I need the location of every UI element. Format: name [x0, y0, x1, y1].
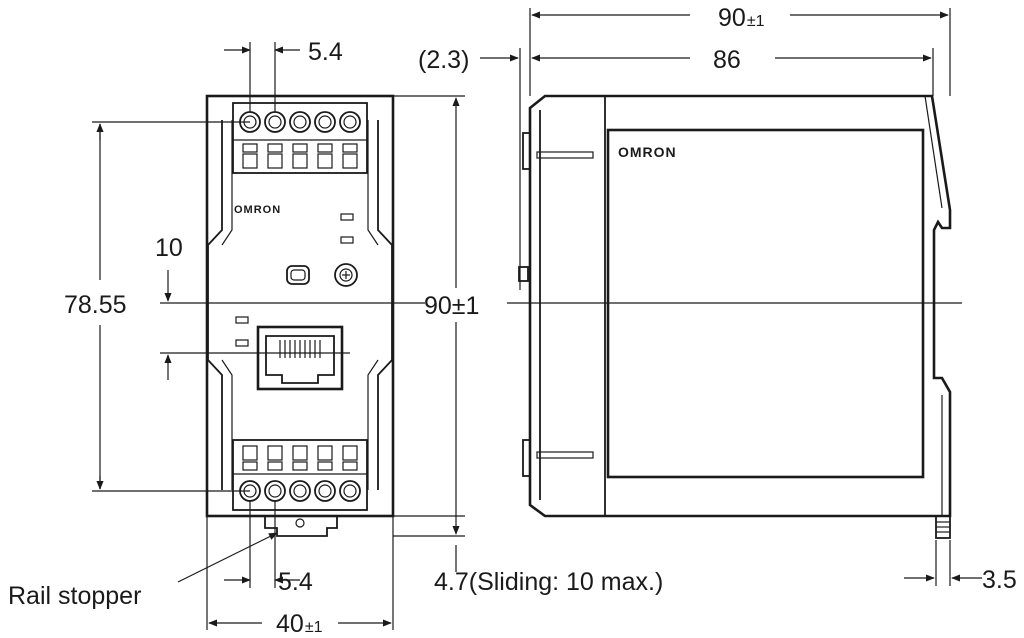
front-brand-logo: OMRON	[234, 204, 281, 216]
rail-stopper	[264, 516, 338, 537]
front-status-leds	[235, 213, 354, 347]
front-width-label: 40±1	[276, 610, 323, 638]
bottom-screw-terminals	[239, 480, 361, 502]
rail-offset-label: (2.3)	[418, 46, 469, 74]
top-terminal-block	[232, 102, 368, 174]
top-pitch-label: 5.4	[308, 38, 343, 66]
front-body-outline	[205, 94, 395, 518]
front-dimensions: 5.4 78.55 10 90±1 5.4 4.7(Sliding: 10 ma…	[8, 38, 962, 638]
side-depth-label: 90±1	[718, 4, 765, 32]
adjustment-knob	[334, 263, 358, 287]
side-label-panel	[606, 128, 925, 479]
rj45-connector	[256, 325, 344, 391]
bottom-terminal-block	[232, 439, 368, 511]
bottom-pitch-label: 5.4	[278, 568, 313, 596]
top-screw-terminals	[239, 111, 361, 133]
stopper-thickness-label: 3.5	[982, 566, 1017, 594]
front-height-label: 90±1	[424, 292, 479, 320]
side-rail-stopper	[935, 515, 951, 539]
sliding-note: 4.7(Sliding: 10 max.)	[434, 568, 663, 596]
side-dimensions: 90±1 86 (2.3) 3.5	[418, 4, 1017, 594]
terminal-span-label: 78.55	[64, 291, 127, 319]
connector-offset-label: 10	[155, 234, 183, 262]
side-body-depth-label: 86	[713, 46, 741, 74]
side-brand-logo: OMRON	[618, 144, 677, 160]
side-view: OMRON	[518, 94, 952, 539]
side-body-outline	[528, 94, 952, 518]
front-view: OMRON	[205, 94, 395, 537]
rail-stopper-label: Rail stopper	[8, 582, 141, 610]
front-push-button	[286, 265, 310, 285]
